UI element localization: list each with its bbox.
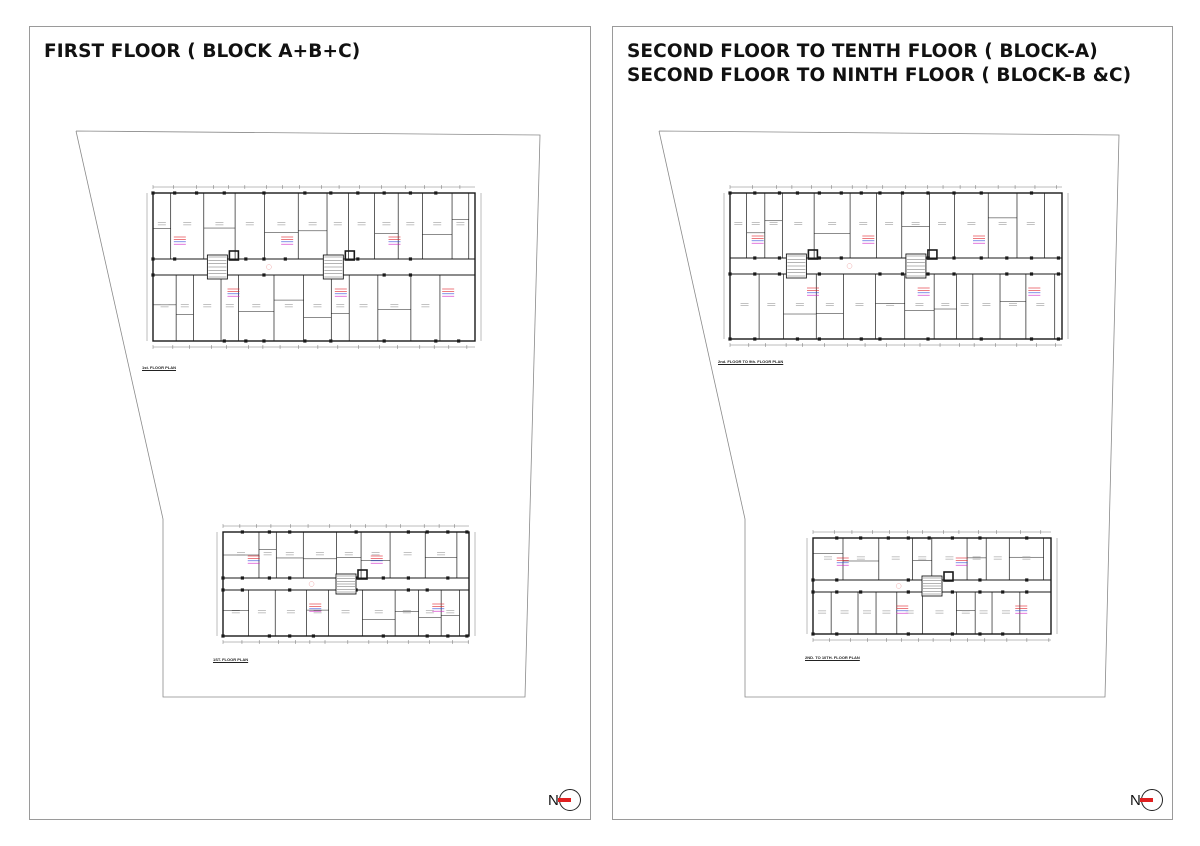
north-label: N	[1130, 792, 1141, 809]
north-arrow-icon	[1140, 798, 1153, 802]
plan-label: 2nd. FLOOR TO 9th. FLOOR PLAN	[718, 359, 784, 364]
sheet-typical-floors: SECOND FLOOR TO TENTH FLOOR ( BLOCK-A) S…	[612, 26, 1173, 820]
north-arrow-icon: N	[548, 789, 584, 815]
floor-plan-upper	[723, 185, 1069, 347]
north-arrow-icon	[558, 798, 571, 802]
plan-label: 1ST. FLOOR PLAN	[213, 657, 249, 662]
north-arrow-icon: N	[1130, 789, 1166, 815]
sheet-first-floor: FIRST FLOOR ( BLOCK A+B+C) 1st. FLOOR PL…	[29, 26, 591, 820]
plan-label: 2ND. TO 10TH. FLOOR PLAN	[805, 655, 860, 660]
site-boundary	[75, 130, 541, 698]
sheet-title: FIRST FLOOR ( BLOCK A+B+C)	[44, 41, 361, 62]
sheet-title: SECOND FLOOR TO TENTH FLOOR ( BLOCK-A) S…	[627, 41, 1132, 86]
north-label: N	[548, 792, 559, 809]
floor-plan-upper	[146, 185, 482, 349]
floor-plan-lower	[806, 530, 1058, 642]
site-boundary	[658, 130, 1120, 698]
floor-plan-lower	[216, 524, 476, 644]
plan-label: 1st. FLOOR PLAN	[142, 365, 177, 370]
